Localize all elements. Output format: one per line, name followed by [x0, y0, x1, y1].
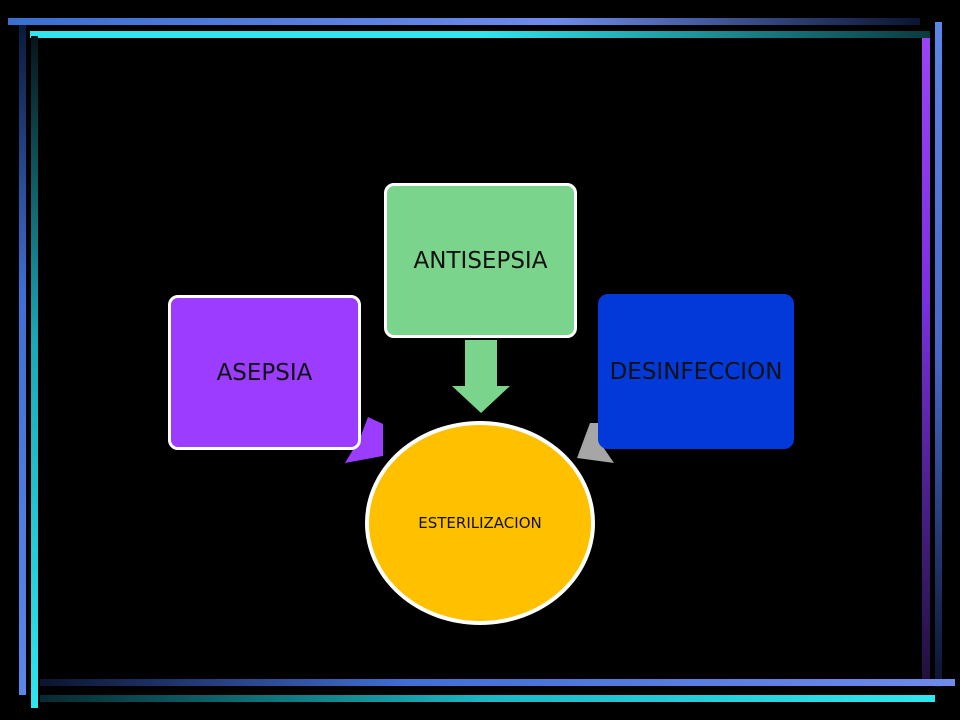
frame-left-blue-line: [19, 25, 26, 695]
frame-bottom-cyan-line: [40, 695, 935, 702]
node-asepsia-label: ASEPSIA: [216, 359, 313, 386]
node-esterilizacion: ESTERILIZACION: [365, 421, 595, 625]
node-antisepsia-label: ANTISEPSIA: [413, 247, 548, 274]
arrow-asepsia-to-esterilizacion: [345, 417, 383, 463]
node-antisepsia: ANTISEPSIA: [384, 183, 577, 338]
frame-top-blue-line: [8, 18, 920, 25]
frame-top-cyan-line: [30, 31, 930, 38]
frame-right-purple-line: [922, 38, 930, 683]
frame-right-blue-line: [935, 22, 942, 687]
node-desinfeccion: DESINFECCION: [598, 294, 794, 449]
node-desinfeccion-label: DESINFECCION: [609, 358, 783, 385]
node-esterilizacion-label: ESTERILIZACION: [418, 514, 542, 532]
node-asepsia: ASEPSIA: [168, 295, 361, 450]
frame-bottom-blue-line: [40, 679, 955, 686]
frame-left-cyan-line: [31, 36, 38, 708]
arrow-desinfeccion-to-esterilizacion: [577, 423, 614, 463]
arrow-antisepsia-to-esterilizacion: [452, 340, 510, 413]
